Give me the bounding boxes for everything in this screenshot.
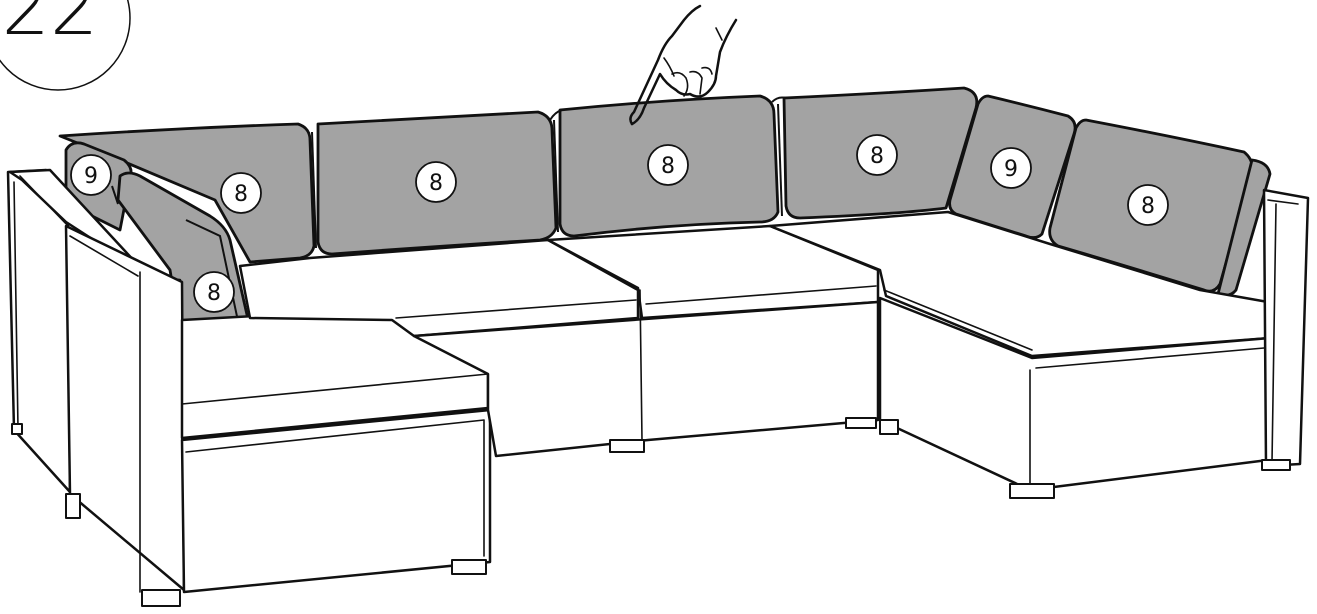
callout-label: 8 xyxy=(234,182,248,207)
callout-8-back-3: 8 xyxy=(648,145,688,185)
right-arm-panel xyxy=(1264,190,1308,466)
foot xyxy=(846,418,876,428)
foot xyxy=(142,590,180,606)
callout-label: 9 xyxy=(84,164,98,189)
callout-8-back-2: 8 xyxy=(416,162,456,202)
callout-label: 8 xyxy=(1141,194,1155,219)
foot xyxy=(1010,484,1054,498)
callout-label: 8 xyxy=(661,154,675,179)
foot xyxy=(1262,460,1290,470)
foot xyxy=(610,440,644,452)
left-chaise-base xyxy=(182,410,490,592)
callout-label: 8 xyxy=(207,281,221,306)
callout-8-back-4: 8 xyxy=(857,135,897,175)
foot xyxy=(12,424,22,434)
callout-8-right-back: 8 xyxy=(1128,185,1168,225)
callout-9-right-small: 9 xyxy=(991,148,1031,188)
foot xyxy=(452,560,486,574)
foot xyxy=(66,494,80,518)
left-arm-front xyxy=(66,226,184,590)
step-number: 22 xyxy=(2,0,99,52)
callout-label: 9 xyxy=(1004,157,1018,182)
callout-label: 8 xyxy=(870,144,884,169)
callout-8-left-side: 8 xyxy=(194,272,234,312)
step-badge: 22 xyxy=(0,0,130,90)
callout-9-left-small: 9 xyxy=(71,155,111,195)
foot xyxy=(880,420,898,434)
right-armrest xyxy=(1264,190,1308,466)
callout-label: 8 xyxy=(429,171,443,196)
callout-8-left-back: 8 xyxy=(221,173,261,213)
